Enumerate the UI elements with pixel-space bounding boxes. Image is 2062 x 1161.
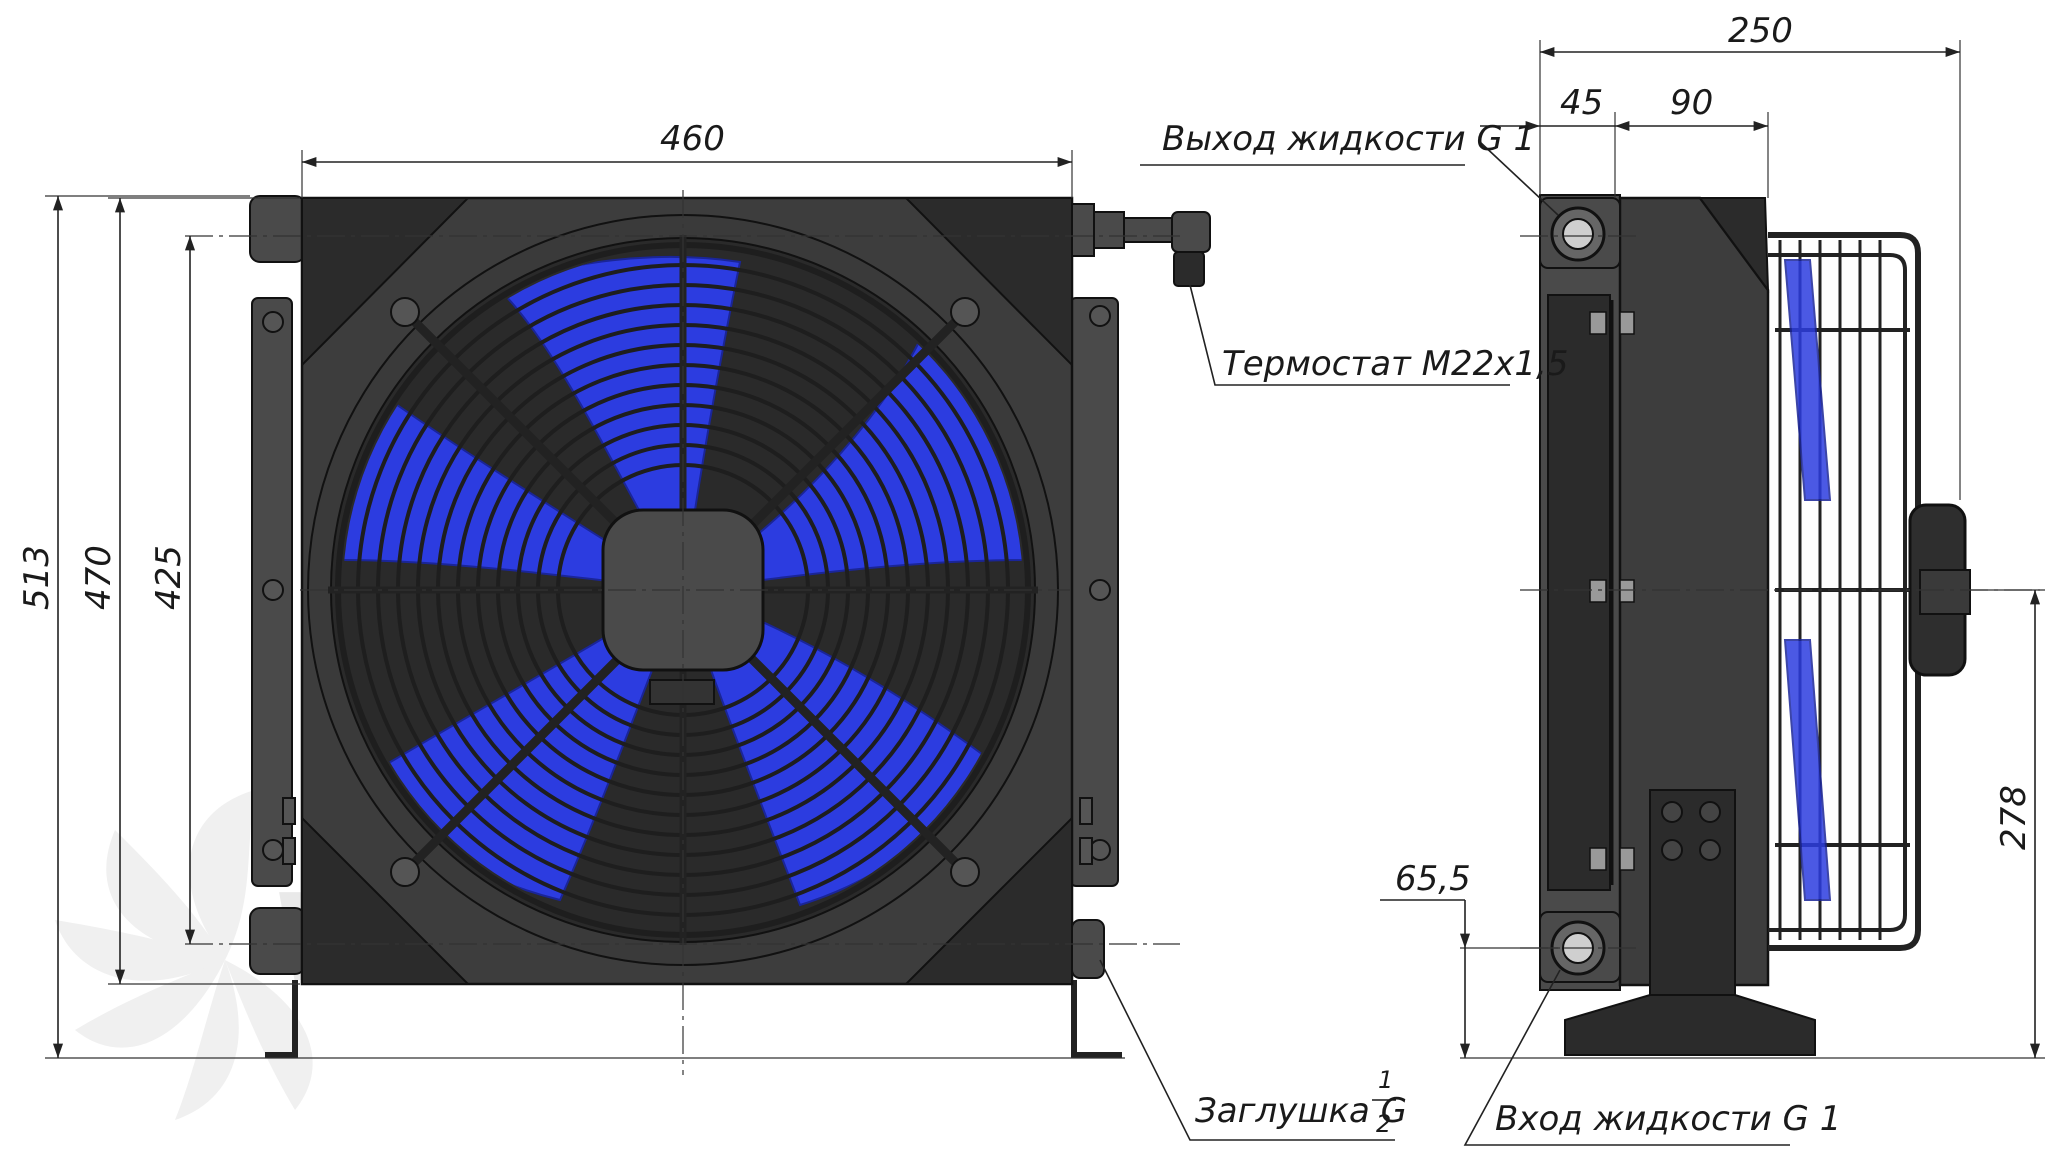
dimension-texts: 460 513 470 425 250 45 90 65,5 278: [17, 11, 2034, 899]
dim-278: 278: [1994, 785, 2034, 850]
thermostat-fitting: [1071, 203, 1211, 287]
side-ports: [1539, 197, 1621, 983]
label-plug-denominator: 2: [1376, 1110, 1391, 1138]
leader-lines: [1099, 141, 1790, 1146]
corner-tl: [301, 197, 471, 368]
side-fan-guard: [1768, 232, 1921, 951]
left-foot: [265, 980, 298, 1058]
plug-fitting: [1071, 919, 1105, 979]
dim-250: 250: [1728, 11, 1793, 51]
side-mount-plate: [1649, 789, 1736, 996]
bottom-left-pipe: [249, 907, 306, 975]
corner-bl: [301, 815, 471, 985]
label-outlet: Выход жидкости G 1: [1162, 119, 1535, 159]
right-foot: [1071, 980, 1122, 1058]
dim-65-5: 65,5: [1395, 859, 1471, 899]
callout-labels: Выход жидкости G 1 Термостат M22x1,5 Заг…: [1162, 119, 1841, 1139]
label-inlet: Вход жидкости G 1: [1495, 1099, 1841, 1139]
dim-470: 470: [79, 545, 119, 610]
dim-460: 460: [660, 119, 725, 159]
dim-90: 90: [1670, 83, 1713, 123]
dim-45: 45: [1560, 83, 1603, 123]
top-left-pipe: [249, 195, 306, 263]
side-view: [1520, 194, 2040, 1056]
label-plug: Заглушка G: [1195, 1091, 1407, 1131]
corner-tr: [903, 197, 1073, 368]
dimension-lines: [45, 40, 2045, 1059]
frame-bolts: [262, 297, 1111, 887]
dim-425: 425: [149, 545, 189, 610]
watermark-fan-logo: [55, 790, 313, 1120]
dim-513: 513: [17, 545, 57, 610]
front-view: [185, 190, 1211, 1075]
corner-br: [903, 815, 1073, 985]
side-foot: [1564, 994, 1816, 1056]
label-plug-numerator: 1: [1378, 1066, 1393, 1094]
label-thermostat: Термостат M22x1,5: [1222, 344, 1568, 384]
